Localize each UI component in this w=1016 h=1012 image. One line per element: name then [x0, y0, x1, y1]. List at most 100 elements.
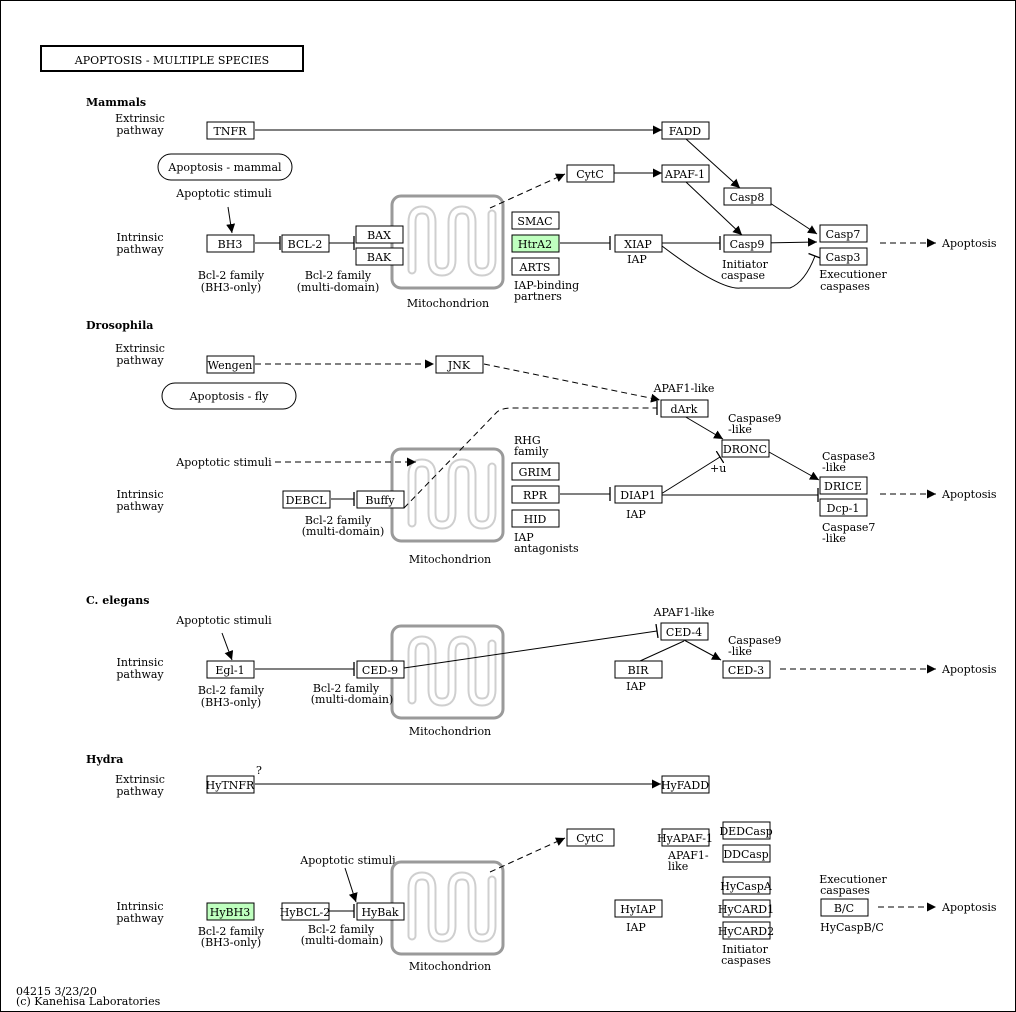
gene-ced3[interactable]: CED-3 — [722, 660, 771, 679]
label-apaf1-like: APAF1-like — [653, 606, 715, 619]
label-intrinsic-pathway: pathway — [116, 243, 164, 256]
gene-label: CED-3 — [728, 664, 764, 677]
gene-label: DEDCasp — [719, 825, 772, 838]
gene-label: Egl-1 — [215, 664, 244, 677]
gene-hyfadd[interactable]: HyFADD — [661, 775, 710, 794]
gene-hybak[interactable]: HyBak — [356, 902, 405, 921]
label-apoptotic-stimuli: Apoptotic stimuli — [175, 187, 272, 200]
label-executioner-sub: caspases — [820, 280, 870, 293]
edge-dronc-drice — [768, 451, 820, 481]
gene-label: HyCaspA — [720, 880, 772, 893]
gene-hyapaf1[interactable]: HyAPAF-1 — [657, 828, 713, 847]
label-bcl2-bh3-sub: (BH3-only) — [201, 936, 261, 949]
label-apoptosis: Apoptosis — [941, 237, 997, 250]
gene-casp3[interactable]: Casp3 — [819, 247, 868, 266]
label-intrinsic-pathway: pathway — [116, 668, 164, 681]
gene-bh3[interactable]: BH3 — [206, 234, 255, 253]
gene-bc[interactable]: B/C — [820, 898, 869, 917]
gene-label: HyIAP — [620, 903, 656, 916]
label-hycaspbc: HyCaspB/C — [820, 921, 884, 934]
gene-ced9[interactable]: CED-9 — [356, 660, 405, 679]
gene-label: Dcp-1 — [827, 502, 860, 515]
gene-bak[interactable]: BAK — [355, 247, 404, 266]
label-executioner: Executioner — [819, 268, 887, 281]
section-drosophila: Drosophila Extrinsic pathway Intrinsic p… — [86, 319, 997, 566]
gene-dedcasp[interactable]: DEDCasp — [719, 821, 773, 840]
gene-label: SMAC — [517, 215, 552, 228]
gene-hycaspa[interactable]: HyCaspA — [720, 876, 773, 895]
mitochondrion-icon — [390, 860, 505, 956]
gene-bir[interactable]: BIR — [614, 660, 663, 679]
gene-dcp1[interactable]: Dcp-1 — [819, 498, 868, 517]
edge-buffy-dark — [403, 401, 658, 509]
gene-hydra-cytc[interactable]: CytC — [566, 828, 615, 847]
label-intrinsic: Intrinsic — [116, 231, 163, 244]
gene-ced4[interactable]: CED-4 — [660, 622, 709, 641]
gene-label: HyBH3 — [210, 906, 250, 919]
gene-egl1[interactable]: Egl-1 — [206, 660, 255, 679]
gene-wengen[interactable]: Wengen — [206, 355, 255, 374]
map-link-apoptosis-fly[interactable]: Apoptosis - fly — [161, 382, 297, 410]
edge-stimuli-bh3 — [226, 206, 236, 234]
gene-jnk[interactable]: JNK — [435, 355, 484, 374]
label-rhg: RHG — [514, 434, 541, 447]
gene-dark[interactable]: dArk — [660, 399, 709, 418]
label-bcl2-bh3: Bcl-2 family — [198, 925, 265, 938]
gene-hytnfr[interactable]: HyTNFR — [206, 775, 255, 794]
section-heading-hydra: Hydra — [86, 753, 123, 766]
gene-casp7[interactable]: Casp7 — [819, 224, 868, 243]
gene-hycard2[interactable]: HyCARD2 — [718, 921, 774, 940]
label-bcl2-multi: Bcl-2 family — [308, 923, 375, 936]
edge-mito-cytc — [489, 173, 566, 209]
gene-apaf1[interactable]: APAF-1 — [661, 164, 710, 183]
gene-bcl2[interactable]: BCL-2 — [281, 234, 330, 253]
gene-label: RPR — [523, 489, 548, 502]
gene-hid[interactable]: HID — [511, 509, 560, 528]
gene-debcl[interactable]: DEBCL — [282, 490, 331, 509]
gene-grim[interactable]: GRIM — [511, 462, 560, 481]
gene-hybcl2[interactable]: HyBCL-2 — [280, 902, 331, 921]
gene-label: BH3 — [218, 238, 243, 251]
label-apaf1-like: APAF1-like — [653, 382, 715, 395]
gene-buffy[interactable]: Buffy — [356, 490, 405, 509]
gene-fadd[interactable]: FADD — [661, 121, 710, 140]
gene-xiap[interactable]: XIAP — [614, 234, 663, 253]
label-bcl2-multi-sub: (multi-domain) — [297, 281, 380, 294]
gene-htra2[interactable]: HtrA2 — [511, 234, 560, 253]
label-initiator: Initiator — [722, 943, 768, 956]
map-link-label: Apoptosis - fly — [189, 390, 270, 403]
gene-arts[interactable]: ARTS — [511, 257, 560, 276]
edge-mito-cytc — [489, 837, 566, 873]
label-iap-antagonists-sub: antagonists — [514, 542, 579, 555]
label-extrinsic-pathway: pathway — [116, 354, 164, 367]
gene-bax[interactable]: BAX — [355, 225, 404, 244]
gene-hybh3[interactable]: HyBH3 — [206, 902, 255, 921]
label-caspase3-like: Caspase3 — [822, 450, 875, 463]
gene-dronc[interactable]: DRONC — [721, 439, 770, 458]
label-bcl2-multi-sub: (multi-domain) — [311, 693, 394, 706]
gene-casp8[interactable]: Casp8 — [723, 187, 772, 206]
label-intrinsic: Intrinsic — [116, 488, 163, 501]
label-extrinsic: Extrinsic — [115, 112, 165, 125]
gene-label: Casp9 — [730, 238, 765, 251]
gene-label: BAK — [367, 251, 392, 264]
gene-hyiap[interactable]: HyIAP — [614, 899, 663, 918]
gene-ddcasp[interactable]: DDCasp — [722, 844, 771, 863]
section-heading-mammals: Mammals — [86, 96, 146, 109]
gene-smac[interactable]: SMAC — [511, 211, 560, 230]
gene-label: DIAP1 — [620, 489, 656, 502]
map-link-apoptosis-mammal[interactable]: Apoptosis - mammal — [157, 153, 293, 181]
section-hydra: Hydra Extrinsic pathway Intrinsic pathwa… — [86, 753, 997, 973]
footer-id-date: 04215 3/23/20 — [16, 985, 97, 998]
gene-casp9[interactable]: Casp9 — [723, 234, 772, 253]
gene-hycard1[interactable]: HyCARD1 — [718, 899, 774, 918]
gene-drice[interactable]: DRICE — [819, 476, 868, 495]
label-intrinsic-pathway: pathway — [116, 912, 164, 925]
label-apoptosis: Apoptosis — [941, 488, 997, 501]
gene-rpr[interactable]: RPR — [511, 485, 560, 504]
gene-tnfr[interactable]: TNFR — [206, 121, 255, 140]
gene-label: CytC — [576, 168, 603, 181]
gene-diap1[interactable]: DIAP1 — [614, 485, 663, 504]
gene-cytc[interactable]: CytC — [566, 164, 615, 183]
